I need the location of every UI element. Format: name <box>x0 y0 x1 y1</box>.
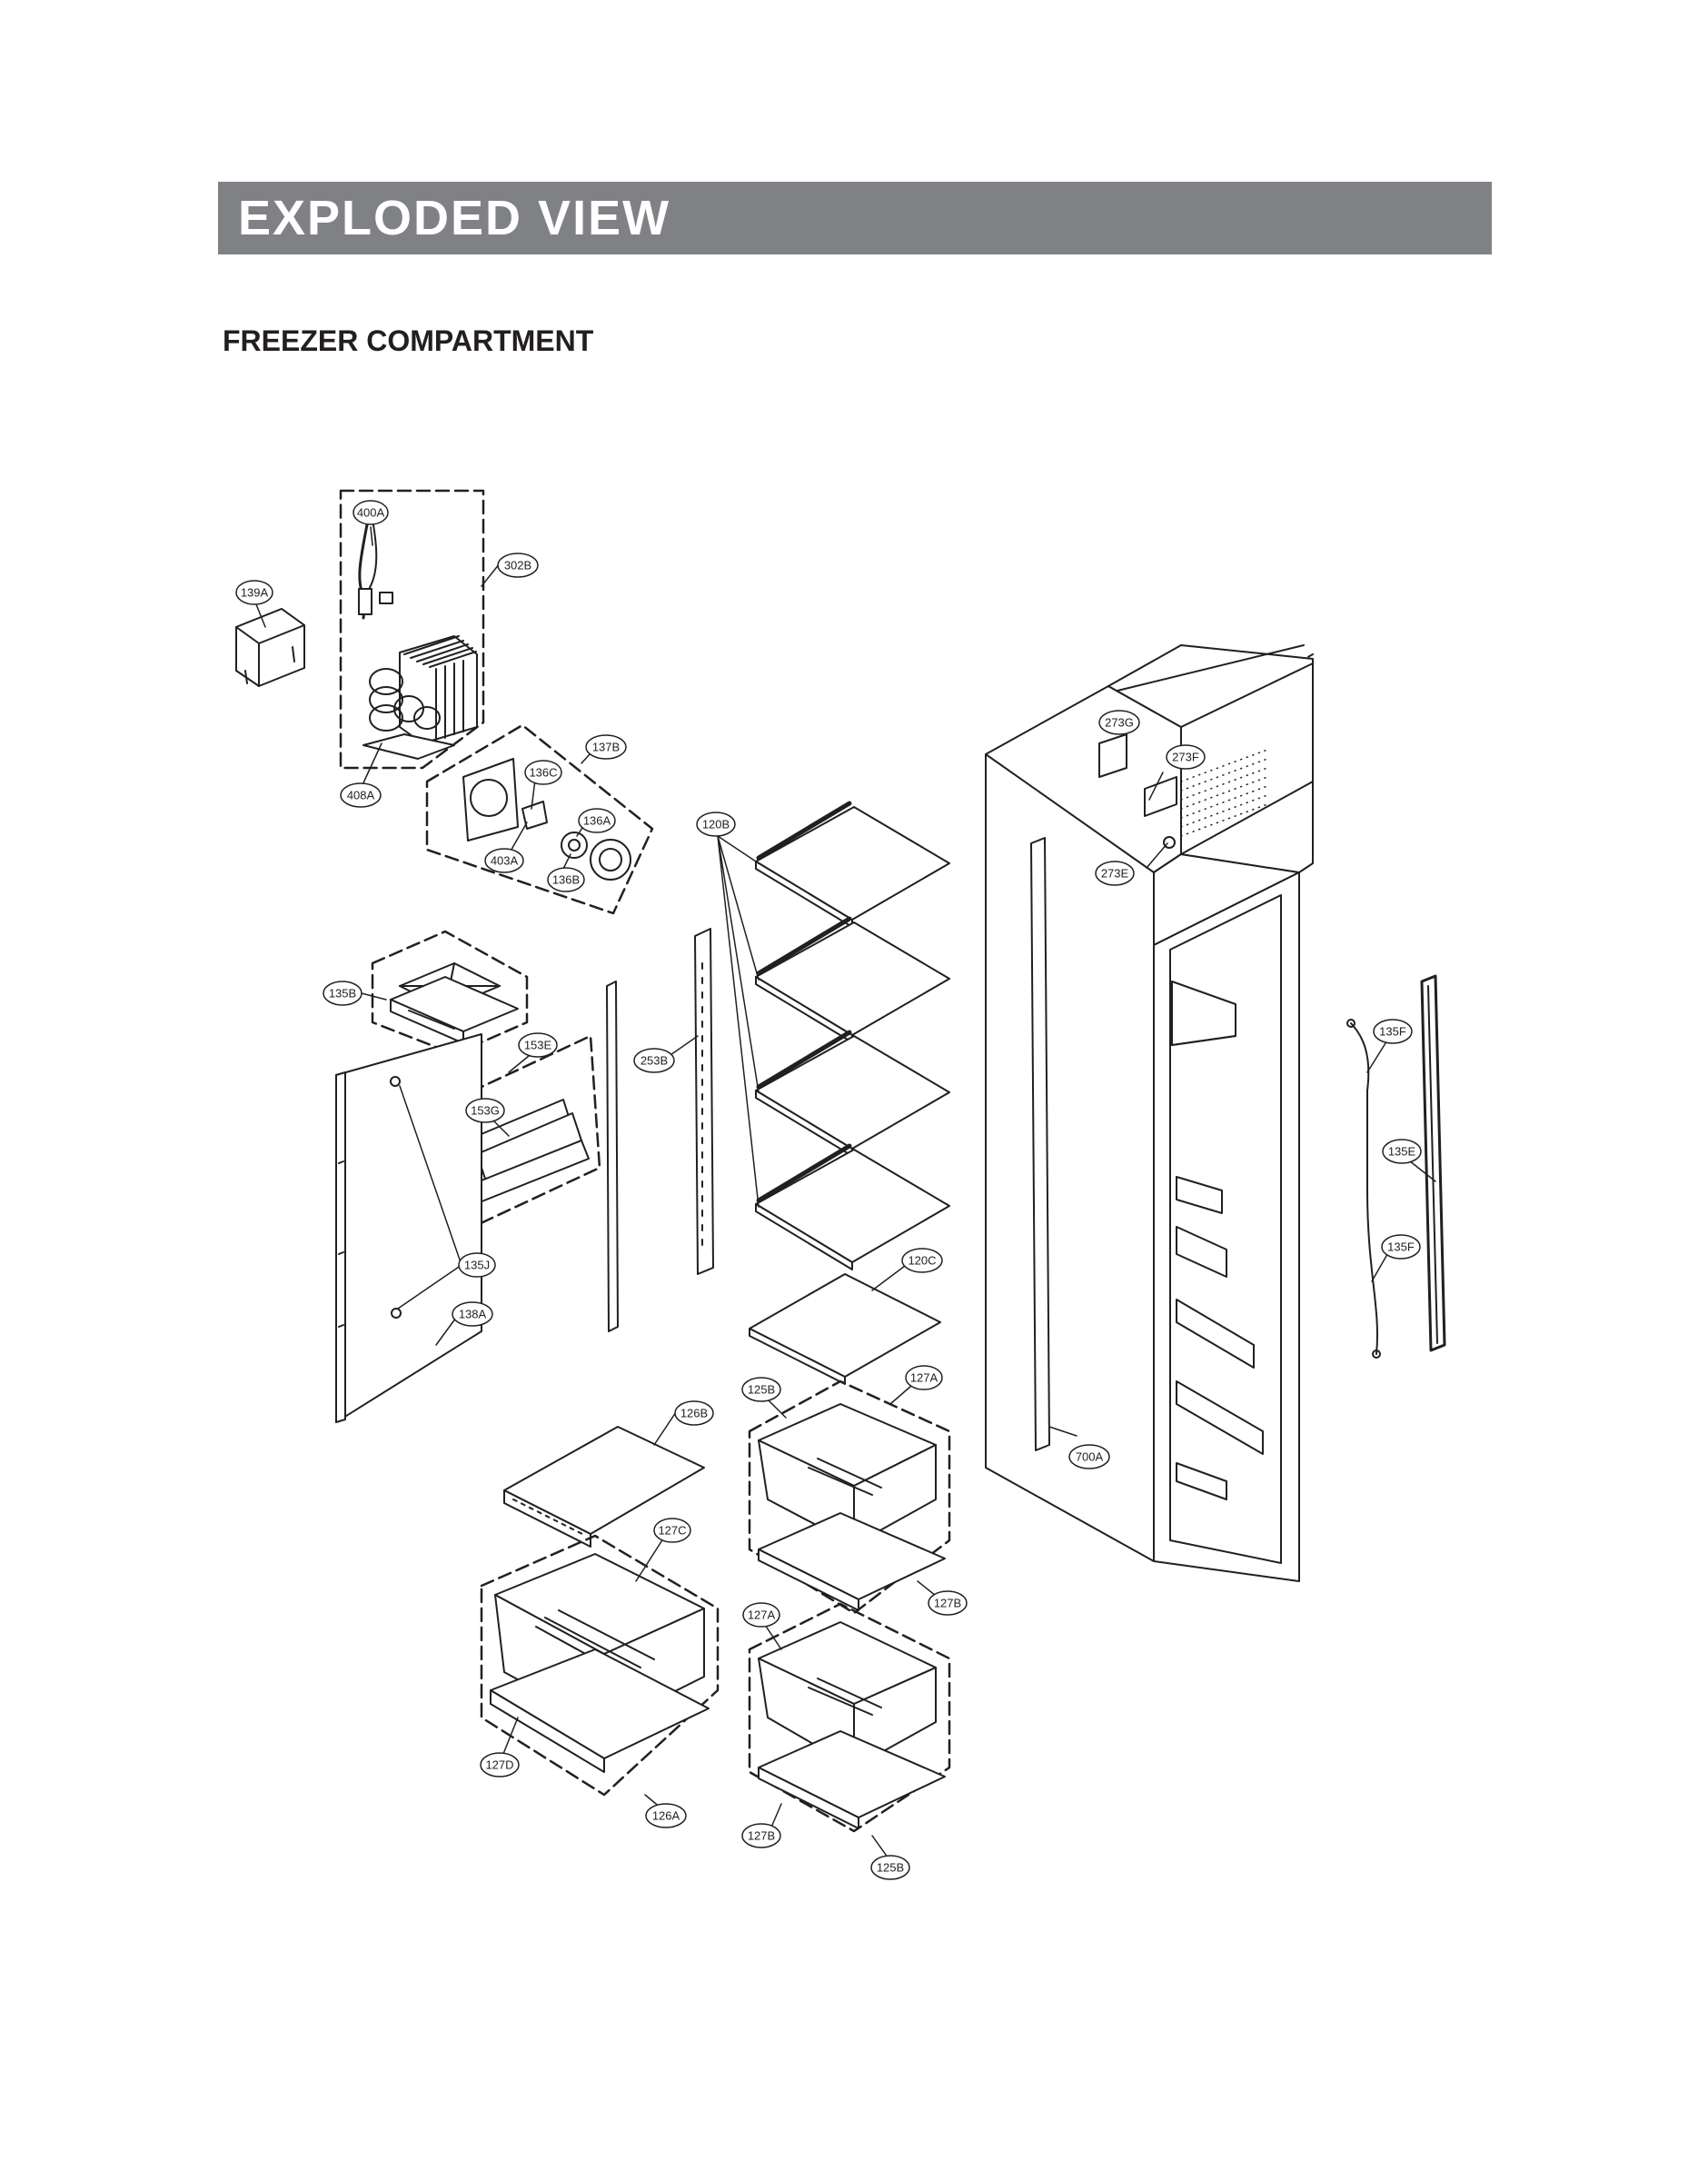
callout-127c <box>653 1518 691 1543</box>
callout-400a-label: 400A <box>357 506 385 520</box>
callout-127b-bottom-label: 127B <box>748 1829 775 1843</box>
callout-138a-label: 138A <box>459 1308 487 1321</box>
callout-127d <box>480 1752 520 1778</box>
header-banner: EXPLODED VIEW <box>218 182 1492 254</box>
callout-136c <box>524 760 562 785</box>
callout-408a <box>340 782 382 808</box>
callout-127a-bottom <box>742 1602 780 1628</box>
callout-127a-bottom-label: 127A <box>748 1608 776 1622</box>
callout-125b-bottom <box>870 1855 910 1880</box>
callout-127b-bottom <box>741 1823 781 1848</box>
callout-135f-top-label: 135F <box>1379 1025 1406 1039</box>
callout-125b-bottom-label: 125B <box>877 1861 904 1875</box>
refrigerator-cabinet <box>985 644 1314 1582</box>
callout-135e-label: 135E <box>1388 1145 1416 1159</box>
callout-253b-label: 253B <box>640 1054 668 1068</box>
callout-136b-label: 136B <box>552 873 580 887</box>
callout-120b-label: 120B <box>702 818 730 832</box>
callout-136c-label: 136C <box>529 766 557 780</box>
callout-127b-top <box>928 1590 968 1616</box>
callout-127a-top-label: 127A <box>910 1371 938 1385</box>
callout-253b <box>633 1048 675 1073</box>
callout-135b-label: 135B <box>329 987 356 1001</box>
callout-127a-top <box>905 1365 943 1390</box>
callout-120c-label: 120C <box>908 1254 936 1268</box>
callout-700a-label: 700A <box>1076 1450 1104 1464</box>
freezer-shelves <box>755 801 950 1270</box>
callout-273g-label: 273G <box>1105 716 1134 730</box>
callout-139a-label: 139A <box>241 586 269 600</box>
bin-assembly-lower <box>748 1602 951 1833</box>
callout-135f-bottom <box>1381 1234 1421 1260</box>
page-title: EXPLODED VIEW <box>238 191 671 245</box>
fan-assembly <box>425 723 654 915</box>
callout-302b <box>497 553 539 578</box>
callout-127b-top-label: 127B <box>934 1597 961 1610</box>
callout-273g <box>1098 710 1140 735</box>
callout-403a <box>484 848 524 873</box>
callout-136b <box>547 867 585 892</box>
ice-maker-assembly <box>371 930 529 1056</box>
callout-700a <box>1068 1444 1110 1469</box>
callout-273e <box>1095 861 1135 886</box>
callout-137b-label: 137B <box>592 741 620 754</box>
shelf-rail-253b <box>694 928 714 1275</box>
callout-273f-label: 273F <box>1172 751 1199 764</box>
callout-400a <box>353 500 389 525</box>
callout-136a <box>578 808 616 833</box>
callouts: 400A 302B 139A 408A 137B 136C 136A 403A … <box>235 500 1422 1880</box>
callout-126a <box>645 1803 687 1828</box>
callout-135f-bottom-label: 135F <box>1387 1240 1415 1254</box>
callout-408a-label: 408A <box>347 789 375 802</box>
callout-273e-label: 273E <box>1101 867 1129 881</box>
callout-135b <box>323 981 362 1006</box>
callout-135e <box>1382 1139 1422 1164</box>
shelf-120c <box>749 1273 941 1385</box>
callout-126b-label: 126B <box>680 1407 708 1420</box>
callout-153e <box>518 1032 558 1058</box>
callout-120b <box>696 812 736 837</box>
callout-125b-top-label: 125B <box>748 1383 775 1397</box>
callout-136a-label: 136A <box>583 814 611 828</box>
callout-135j <box>458 1252 496 1278</box>
callout-135j-label: 135J <box>464 1259 490 1272</box>
evaporator-coil <box>362 635 478 760</box>
shelf-rail-left <box>606 981 619 1332</box>
callout-302b-label: 302B <box>504 559 531 573</box>
large-bin-assembly <box>480 1534 720 1797</box>
tray-cover-126b <box>503 1426 705 1548</box>
evaporator-cover <box>235 608 305 687</box>
door-gasket-parts <box>1346 974 1446 1359</box>
callout-126a-label: 126A <box>652 1809 680 1823</box>
freezer-side-wall <box>335 1033 482 1423</box>
callout-153e-label: 153E <box>524 1039 552 1052</box>
callout-138a <box>452 1301 493 1327</box>
section-title: FREEZER COMPARTMENT <box>223 324 594 357</box>
callout-127c-label: 127C <box>658 1524 686 1538</box>
callout-273f <box>1166 744 1206 770</box>
callout-153g-label: 153G <box>471 1104 500 1118</box>
callout-126b <box>674 1400 714 1426</box>
callout-127d-label: 127D <box>485 1758 513 1772</box>
evaporator-assembly <box>339 489 485 770</box>
callout-153g <box>465 1098 505 1123</box>
callout-135f-top <box>1373 1019 1413 1044</box>
callout-403a-label: 403A <box>491 854 519 868</box>
bin-assembly-upper <box>748 1379 951 1615</box>
callout-139a <box>235 580 273 605</box>
callout-125b-top <box>741 1377 781 1402</box>
callout-120c <box>901 1248 943 1273</box>
callout-137b <box>585 734 627 760</box>
